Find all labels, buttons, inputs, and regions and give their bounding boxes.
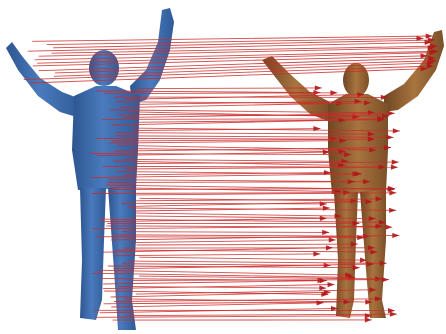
correspondence-arrow	[103, 281, 327, 285]
arrowhead	[389, 190, 396, 195]
arrowhead	[329, 237, 336, 242]
correspondence-arrow	[122, 232, 329, 233]
correspondence-arrow	[126, 159, 349, 161]
correspondence-arrow	[130, 240, 336, 243]
arrowhead	[365, 317, 372, 322]
arrowhead	[393, 128, 400, 133]
arrowhead	[315, 85, 322, 90]
arrowhead	[392, 233, 399, 238]
arrowhead	[389, 208, 396, 213]
correspondence-arrow	[95, 316, 372, 318]
arrowhead	[391, 165, 398, 170]
correspondence-arrow	[107, 182, 354, 183]
arrowhead	[390, 312, 397, 317]
arrowhead	[382, 277, 389, 282]
correspondence-arrow	[136, 244, 357, 245]
arrowhead	[322, 230, 329, 235]
arrowhead	[320, 278, 327, 283]
correspondence-arrow	[115, 254, 321, 256]
arrowhead	[386, 135, 393, 140]
arrowhead	[392, 160, 399, 165]
arrowhead	[319, 285, 326, 290]
correspondence-arrow	[24, 66, 434, 80]
correspondence-arrow	[112, 235, 370, 236]
correspondence-arrow	[129, 314, 397, 316]
arrowhead	[353, 265, 360, 270]
arrowhead	[326, 245, 333, 250]
correspondence-arrow	[32, 36, 432, 41]
arrowhead	[313, 251, 320, 256]
arrowhead	[385, 225, 392, 230]
arrowhead	[328, 282, 335, 287]
arrowhead	[388, 111, 395, 116]
arrowhead	[320, 216, 327, 221]
correspondence-arrow	[135, 213, 341, 216]
correspondence-arrow	[139, 257, 367, 260]
